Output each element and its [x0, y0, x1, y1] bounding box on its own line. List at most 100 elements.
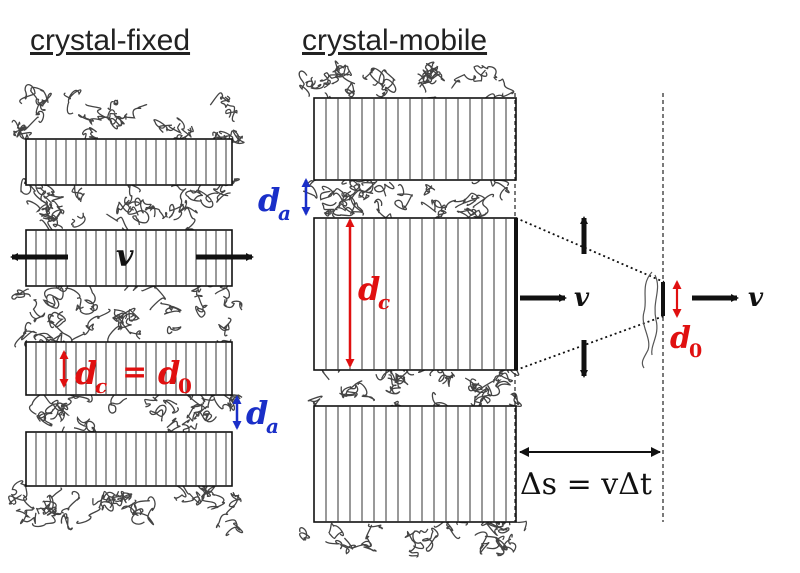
chain-fragment-2 [651, 274, 659, 356]
polymer-chain [225, 108, 238, 123]
polymer-chain [423, 183, 436, 196]
polymer-chain [186, 403, 208, 422]
polymer-chain [124, 196, 142, 207]
d0-sub-left: 0 [178, 374, 192, 398]
polymer-chain [11, 116, 39, 136]
polymer-chain [417, 73, 430, 93]
polymer-chain [332, 60, 353, 76]
polymer-chain [41, 192, 64, 222]
polymer-chain [160, 301, 182, 315]
polymer-chain [198, 410, 217, 423]
polymer-chain [496, 533, 517, 557]
equals-sign-left: = [122, 355, 147, 390]
d0-main-right: d [670, 321, 691, 356]
polymer-chain [8, 494, 28, 505]
polymer-chain [50, 402, 68, 423]
polymer-chain [144, 392, 165, 408]
polymer-chain [321, 201, 365, 217]
polymer-chain [508, 392, 522, 408]
velocity-label-left: v [116, 239, 134, 274]
polymer-chain [323, 209, 332, 217]
dc-main-right: d [358, 270, 380, 308]
polymer-chain [176, 117, 192, 138]
polymer-chain [419, 69, 446, 88]
polymer-chain [195, 296, 208, 318]
polymer-chain [166, 326, 182, 335]
polymer-chain [124, 103, 148, 119]
crystal-lamellae-right [313, 97, 517, 523]
polymer-chain [28, 392, 54, 415]
polymer-chain [119, 318, 142, 340]
polymer-chain [474, 531, 508, 551]
polymer-chain [42, 288, 64, 308]
dotted-projection-top [515, 217, 665, 283]
polymer-chain [412, 528, 429, 550]
polymer-chain [43, 184, 55, 205]
polymer-chain [319, 71, 331, 86]
polymer-chain [42, 500, 58, 517]
polymer-chain [367, 523, 384, 530]
chain-fragment [641, 271, 653, 369]
polymer-chain [321, 185, 356, 206]
polymer-chain [404, 530, 419, 559]
polymer-chain [484, 78, 515, 101]
polymer-chain [20, 177, 49, 204]
polymer-chain [117, 492, 133, 501]
polymer-chain [328, 522, 345, 539]
polymer-chain [92, 490, 123, 506]
polymer-chain [144, 205, 169, 220]
polymer-chain [319, 190, 335, 201]
polymer-chain [357, 382, 376, 402]
polymer-chain [495, 535, 512, 551]
polymer-chain [492, 372, 513, 383]
polymer-chain [218, 129, 245, 145]
polymer-chain [473, 65, 498, 81]
polymer-chain [391, 372, 401, 390]
polymer-chain [332, 200, 355, 218]
polymer-chain [107, 109, 125, 130]
polymer-chain [218, 317, 232, 337]
polymer-chain [82, 126, 98, 146]
polymer-chain [429, 368, 448, 385]
dc-sub-right: c [378, 290, 390, 314]
polymer-chain [173, 484, 202, 504]
polymer-chain [107, 99, 119, 111]
polymer-chain [471, 194, 486, 208]
polymer-chain [14, 321, 37, 348]
polymer-chain [298, 70, 310, 98]
polymer-chain [124, 180, 141, 211]
polymer-chain [26, 200, 54, 215]
polymer-chain [328, 66, 356, 85]
polymer-chain [102, 490, 129, 507]
polymer-chain [78, 114, 102, 126]
polymer-chain [299, 527, 311, 541]
polymer-chain [29, 298, 46, 323]
polymer-chain [36, 411, 53, 427]
polymer-chain [471, 383, 489, 406]
crystal-slab-right-3 [313, 405, 517, 523]
polymer-chain [342, 179, 374, 201]
polymer-chain [168, 203, 185, 221]
polymer-chain [344, 82, 356, 98]
polymer-chain [35, 180, 47, 196]
crystal-lamellae-left [25, 138, 233, 487]
polymer-chain [223, 299, 243, 311]
polymer-chain [421, 527, 439, 552]
polymer-chain [469, 378, 496, 393]
polymer-chain [48, 332, 66, 347]
polymer-chain [493, 179, 510, 201]
polymer-chain [462, 192, 478, 206]
polymer-chain [23, 485, 35, 514]
polymer-chain [224, 519, 244, 537]
dc-sub-left: c [95, 374, 107, 398]
polymer-chain [372, 69, 396, 91]
polymer-chain [15, 508, 37, 525]
polymer-chain [340, 386, 358, 399]
velocity-label-chain: v [748, 283, 764, 313]
polymer-chain [170, 184, 188, 213]
polymer-chain [149, 404, 167, 422]
da-sub-right: a [278, 201, 291, 225]
da-label-right: d a [258, 181, 291, 225]
